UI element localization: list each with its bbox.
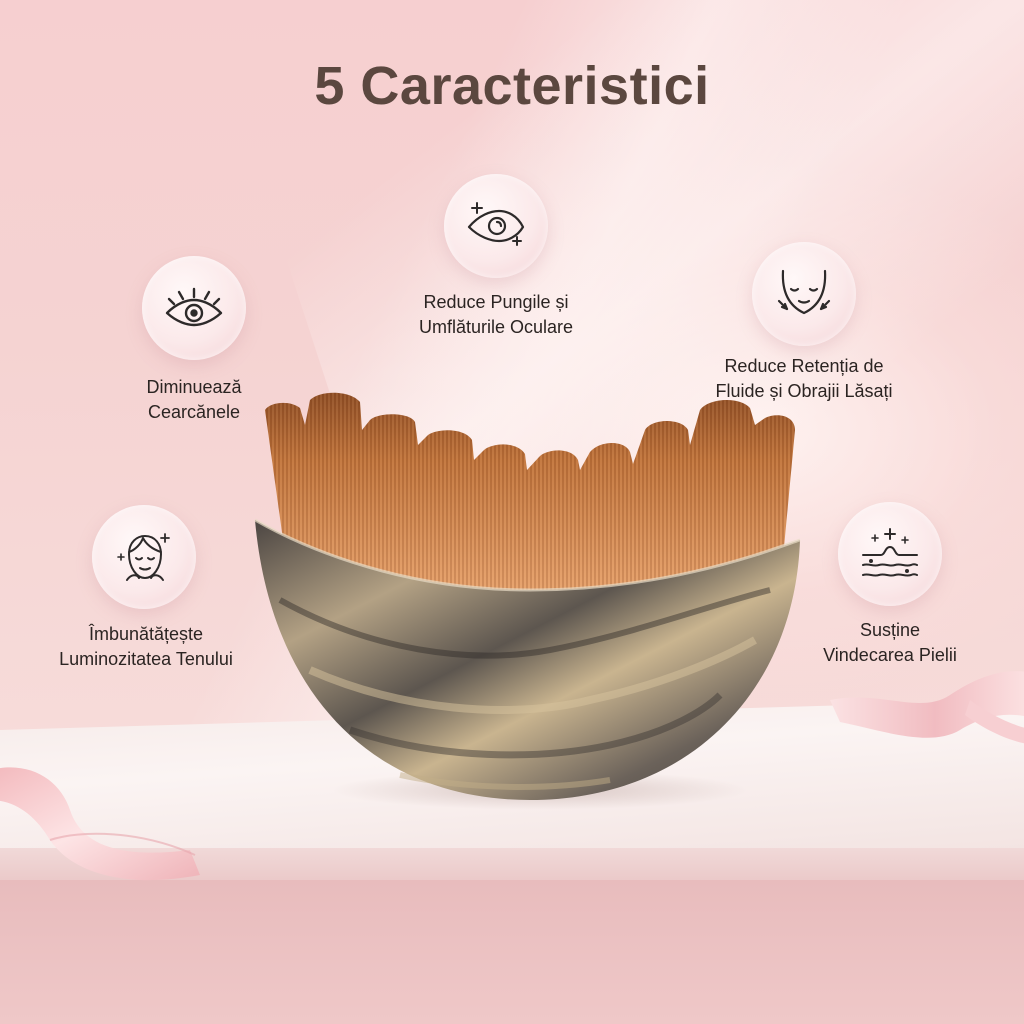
brush-bristles bbox=[265, 392, 795, 590]
feature-eye-puffiness-icon-circle bbox=[444, 174, 548, 278]
skin-layers-icon bbox=[862, 528, 918, 577]
feature-luminosity-icon-circle bbox=[92, 505, 196, 609]
feature-label-line: Umflăturile Oculare bbox=[418, 317, 574, 337]
feature-label-line: Reduce Pungile și bbox=[423, 292, 569, 312]
face-contour-icon bbox=[777, 269, 831, 315]
feature-dark-circles-icon-circle bbox=[142, 256, 246, 360]
feature-label-line: Îmbunătățește bbox=[88, 624, 204, 644]
feature-eye-puffiness-label: Reduce Pungile și Umflăturile Oculare bbox=[396, 290, 596, 340]
feature-label-line: Reduce Retenția de bbox=[724, 356, 884, 376]
feature-fluid-retention-label: Reduce Retenția de Fluide și Obrajii Lăs… bbox=[692, 354, 916, 404]
feature-label-line: Luminozitatea Tenului bbox=[59, 649, 233, 669]
page-title: 5 Caracteristici bbox=[314, 56, 710, 116]
floor bbox=[0, 880, 1024, 1024]
brush-wood-handle bbox=[255, 520, 800, 800]
ribbon-right-decoration bbox=[830, 671, 1024, 744]
contour-brush-product bbox=[254, 392, 801, 800]
ribbon-left-decoration bbox=[0, 767, 200, 881]
eye-sparkle-icon bbox=[467, 202, 525, 246]
feature-luminosity-label: Îmbunătățește Luminozitatea Tenului bbox=[36, 622, 256, 672]
face-glow-icon bbox=[117, 533, 170, 581]
feature-label-line: Diminuează bbox=[146, 377, 242, 397]
feature-label-line: Vindecarea Pielii bbox=[823, 645, 957, 665]
feature-dark-circles-label: Diminuează Cearcănele bbox=[94, 375, 294, 425]
eye-lashes-icon bbox=[165, 287, 223, 327]
feature-label-line: Susține bbox=[859, 620, 921, 640]
feature-skin-healing-label: Susține Vindecarea Pielii bbox=[790, 618, 990, 668]
feature-label-line: Fluide și Obrajii Lăsați bbox=[715, 381, 893, 401]
feature-fluid-retention-icon-circle bbox=[752, 242, 856, 346]
feature-skin-healing-icon-circle bbox=[838, 502, 942, 606]
feature-label-line: Cearcănele bbox=[147, 402, 241, 422]
